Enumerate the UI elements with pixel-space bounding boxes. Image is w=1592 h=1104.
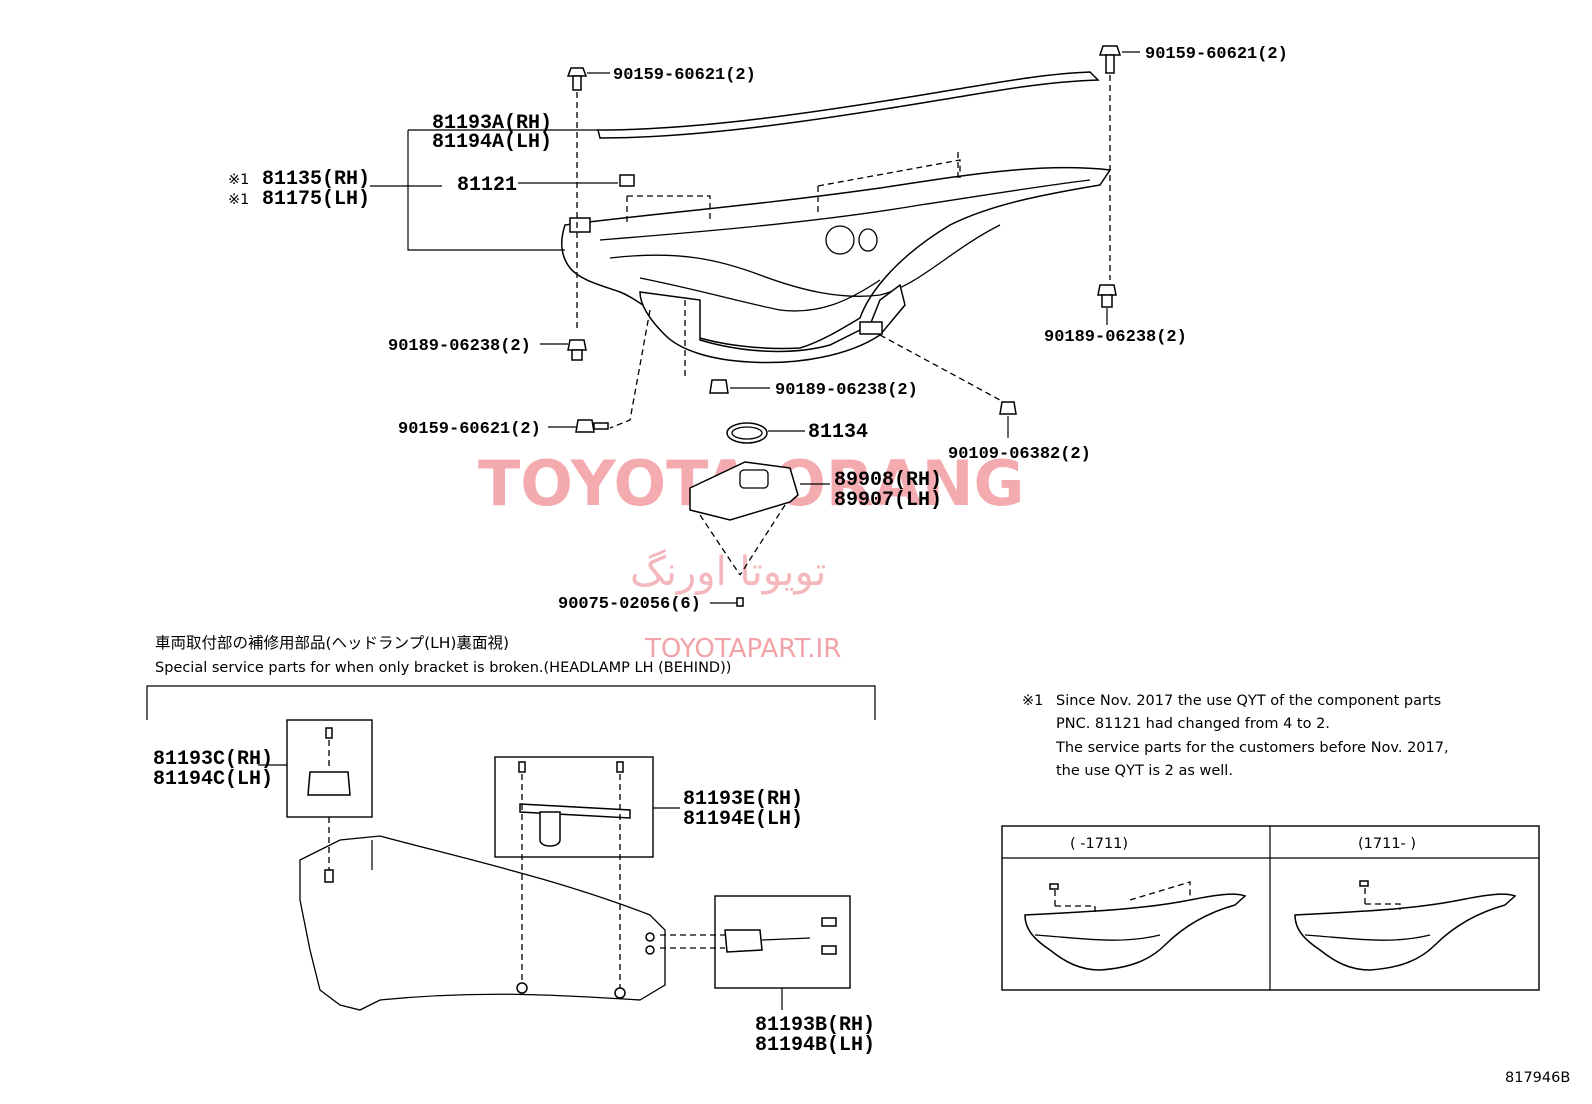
watermark-persian: تویوتا اورنگ (630, 549, 826, 595)
bolt-lower-right (999, 401, 1017, 415)
silhouette-hole-right (614, 987, 626, 999)
silhouette-hole-b-top (645, 932, 655, 942)
gasket-ring (726, 422, 768, 444)
clip-guide-dashes (626, 152, 961, 222)
mount-tab-right (859, 321, 883, 335)
label-screw-left: 90189-06238(2) (388, 337, 531, 356)
headlamp-signature-line (609, 224, 1001, 297)
label-bracket-b-rh: 81193B(RH) (755, 1014, 875, 1037)
headlamp-assembly (560, 166, 1112, 350)
bracket-b-arm (761, 937, 811, 941)
bracket-b-part (724, 929, 763, 953)
bolt-top-right (1098, 45, 1122, 74)
label-bolt-lower-right: 90109-06382(2) (948, 445, 1091, 464)
figure-id: 817946B (1505, 1070, 1570, 1086)
label-screw-right: 90189-06238(2) (1044, 328, 1187, 347)
screw-center (709, 379, 729, 394)
headlamp-lens-inner (599, 179, 1091, 241)
bolt-top-left (566, 67, 588, 91)
bolt-lower-left-guide (609, 309, 651, 429)
label-bracket-e-rh: 81193E(RH) (683, 788, 803, 811)
label-bolt-top-right: 90159-60621(2) (1145, 45, 1288, 64)
bracket-b-guides (660, 934, 725, 949)
headlamp-rear-housing (639, 283, 906, 364)
watermark-url: TOYOTAPART.IR (644, 634, 841, 664)
bracket-b-screw-bottom (821, 945, 837, 955)
screw-bottom (736, 597, 744, 607)
label-bolt-top-left: 90159-60621(2) (613, 66, 756, 85)
comparison-table: ( -1711) (1711- ) (1001, 825, 1540, 991)
mini-headlamp-new-clips (1364, 888, 1401, 910)
label-bolt-lower-left: 90159-60621(2) (398, 420, 541, 439)
headlamp-seal-strip (597, 71, 1100, 139)
screw-right (1097, 284, 1117, 308)
silhouette-hole-left (516, 982, 528, 994)
comparison-left-header: ( -1711) (1070, 836, 1128, 852)
computer-connector (739, 469, 769, 489)
headlamp-signature-line-2 (639, 277, 881, 312)
mount-tab-left (569, 217, 591, 233)
note-line-2: PNC. 81121 had changed from 4 to 2. (1056, 716, 1330, 732)
bolt-lower-left (575, 419, 609, 433)
screw-left (567, 339, 587, 361)
label-screw-bottom: 90075-02056(6) (558, 595, 701, 614)
label-screw-center: 90189-06238(2) (775, 381, 918, 400)
projector-lens-2 (858, 228, 878, 252)
bracket-title-en: Special service parts for when only brac… (155, 660, 731, 676)
label-assy-rh: 81135(RH) (262, 168, 370, 191)
comparison-right-header: (1711- ) (1358, 836, 1416, 852)
bolt-lower-right-guide (879, 334, 1001, 401)
mini-headlamp-old-line (1034, 934, 1161, 941)
label-assy-lh: 81175(LH) (262, 188, 370, 211)
label-assy-lh-mark: ※1 (228, 192, 249, 208)
bracket-e-part (519, 803, 631, 819)
bracket-b-screw-top (821, 917, 837, 927)
mini-headlamp-new-clip (1359, 880, 1369, 887)
label-clip: 81121 (457, 174, 517, 197)
mini-headlamp-old-clip (1049, 883, 1059, 890)
label-seal-lh: 81194A(LH) (432, 131, 552, 154)
label-bracket-c-rh: 81193C(RH) (153, 748, 273, 771)
assembly-bracket (370, 129, 598, 251)
clip-81121-part (619, 174, 635, 187)
label-assy-rh-mark: ※1 (228, 172, 249, 188)
bracket-e-screw-right (616, 761, 624, 773)
label-gasket: 81134 (808, 421, 868, 444)
headlamp-computer (689, 461, 799, 521)
mini-headlamp-new (1294, 893, 1517, 971)
label-seal-rh: 81193A(RH) (432, 112, 552, 135)
bracket-c-screw (325, 727, 333, 739)
bracket-title-jp: 車両取付部の補修用部品(ヘッドランプ(LH)裏面視) (155, 633, 509, 652)
note-line-1: Since Nov. 2017 the use QYT of the compo… (1056, 693, 1441, 709)
silhouette-hole-b-bottom (645, 945, 655, 955)
label-bracket-b-lh: 81194B(LH) (755, 1034, 875, 1057)
bracket-section-frame (146, 685, 876, 720)
silhouette-stud (324, 869, 334, 883)
mini-headlamp-old-clips (1054, 881, 1191, 912)
silhouette-detail (371, 840, 373, 870)
headlamp-rear-silhouette (299, 835, 666, 1011)
note-line-3: The service parts for the customers befo… (1055, 740, 1449, 756)
computer-screw-guides (699, 504, 786, 576)
label-bracket-c-lh: 81194C(LH) (153, 768, 273, 791)
note-line-4: the use QYT is 2 as well. (1056, 763, 1233, 779)
label-computer-rh: 89908(RH) (834, 469, 942, 492)
mini-headlamp-new-line (1304, 934, 1431, 941)
bracket-e-screw-left (518, 761, 526, 773)
bracket-e-tab (539, 811, 561, 847)
label-bracket-e-lh: 81194E(LH) (683, 808, 803, 831)
projector-lens (825, 225, 855, 255)
bracket-c-part (307, 771, 351, 796)
label-computer-lh: 89907(LH) (834, 489, 942, 512)
mini-headlamp-old (1024, 893, 1247, 971)
note-mark: ※1 (1022, 693, 1043, 709)
gasket-ring-inner (731, 426, 763, 440)
box-bracket-e (494, 756, 654, 858)
bracket-e-guides (521, 774, 621, 990)
